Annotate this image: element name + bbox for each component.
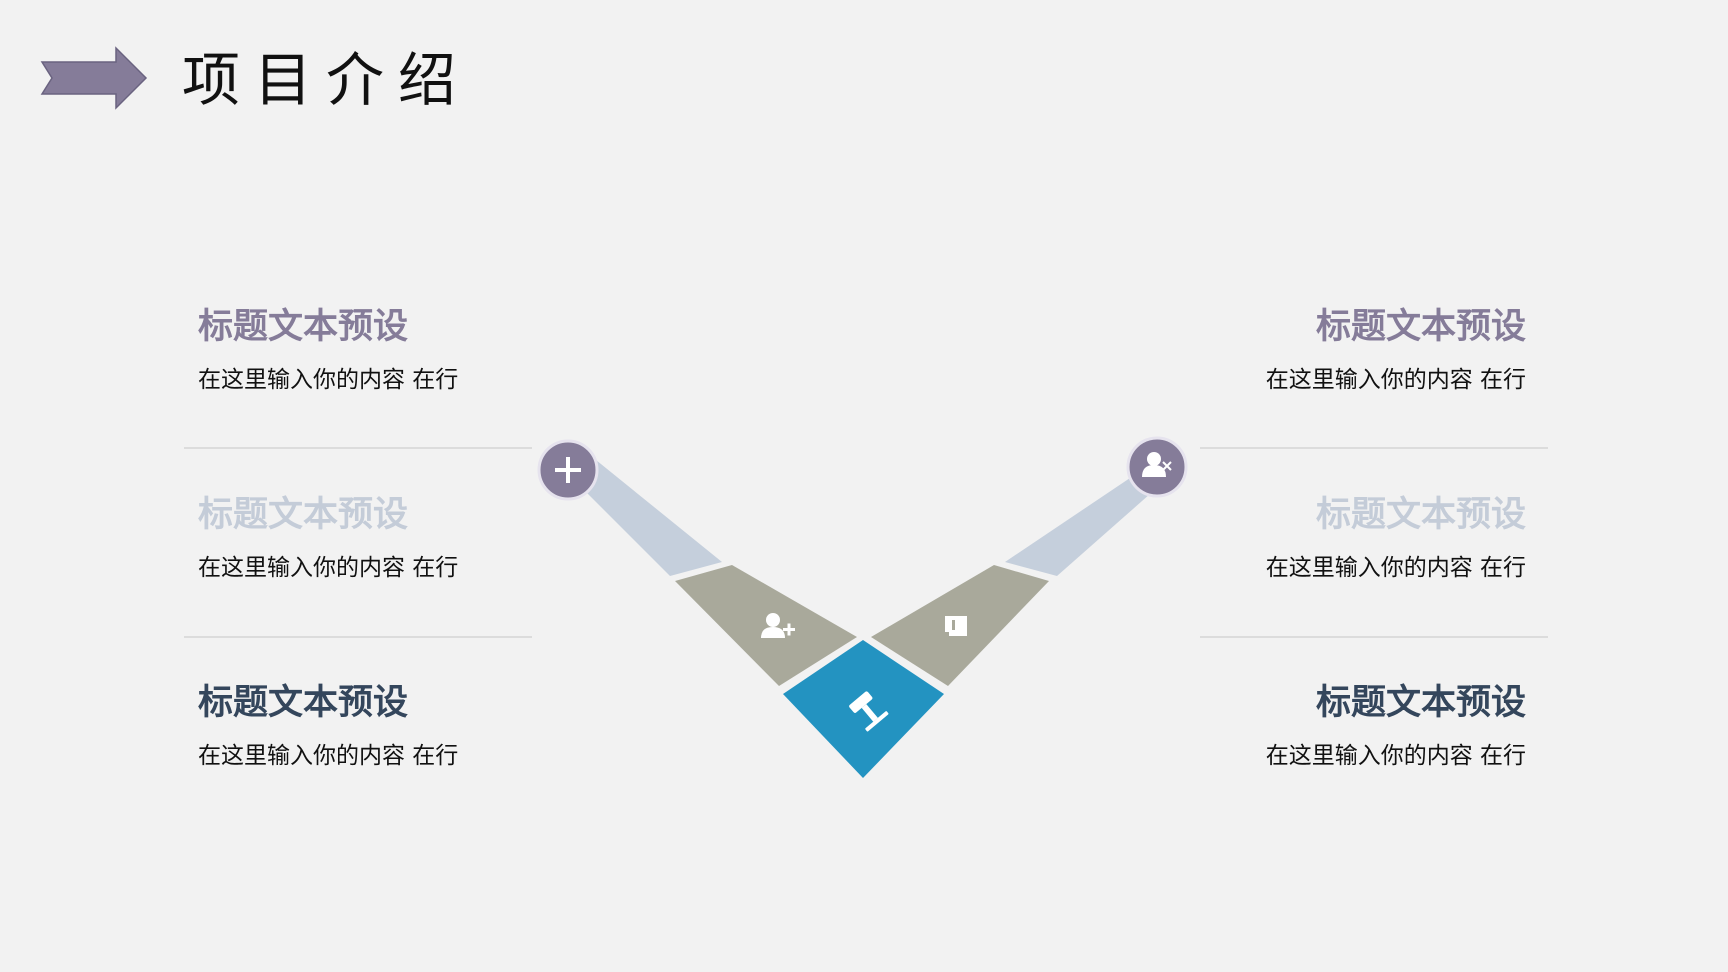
left-block-3-title: 标题文本预设 [198,683,409,723]
scroll-icon [945,616,967,636]
plus-icon [555,457,581,483]
remove-user-button[interactable] [1126,436,1188,498]
gavel-icon [849,691,889,732]
right-arrow-icon [40,46,148,110]
left-block-1: 标题文本预设 在这里输入你的内容 在行 [198,304,598,396]
right-block-3-title: 标题文本预设 [1315,683,1526,723]
right-block-2: 标题文本预设 在这里输入你的内容 在行 [1126,492,1526,584]
left-block-1-desc: 在这里输入你的内容 在行 [198,367,459,393]
left-block-2: 标题文本预设 在这里输入你的内容 在行 [198,492,598,584]
left-block-3-desc: 在这里输入你的内容 在行 [198,743,459,769]
right-block-1-title: 标题文本预设 [1315,307,1526,347]
right-ray [1005,478,1150,576]
user-remove-icon [1142,452,1172,477]
page-title: 项目介绍 [182,46,471,114]
right-block-3-desc: 在这里输入你的内容 在行 [1265,743,1526,769]
left-block-3: 标题文本预设 在这里输入你的内容 在行 [198,680,598,772]
left-divider-1 [184,447,532,449]
right-block-2-title: 标题文本预设 [1315,495,1526,535]
left-block-1-title: 标题文本预设 [198,307,409,347]
user-add-icon [761,613,795,638]
right-block-3: 标题文本预设 在这里输入你的内容 在行 [1126,680,1526,772]
right-divider-1 [1200,447,1548,449]
right-block-2-desc: 在这里输入你的内容 在行 [1265,555,1526,581]
left-block-2-desc: 在这里输入你的内容 在行 [198,555,459,581]
right-divider-2 [1200,636,1548,638]
right-block-1-desc: 在这里输入你的内容 在行 [1265,367,1526,393]
add-button[interactable] [537,439,599,501]
left-divider-2 [184,636,532,638]
left-panel[interactable] [675,565,857,686]
left-block-2-title: 标题文本预设 [198,495,409,535]
right-block-1: 标题文本预设 在这里输入你的内容 在行 [1126,304,1526,396]
left-ray [572,460,722,576]
